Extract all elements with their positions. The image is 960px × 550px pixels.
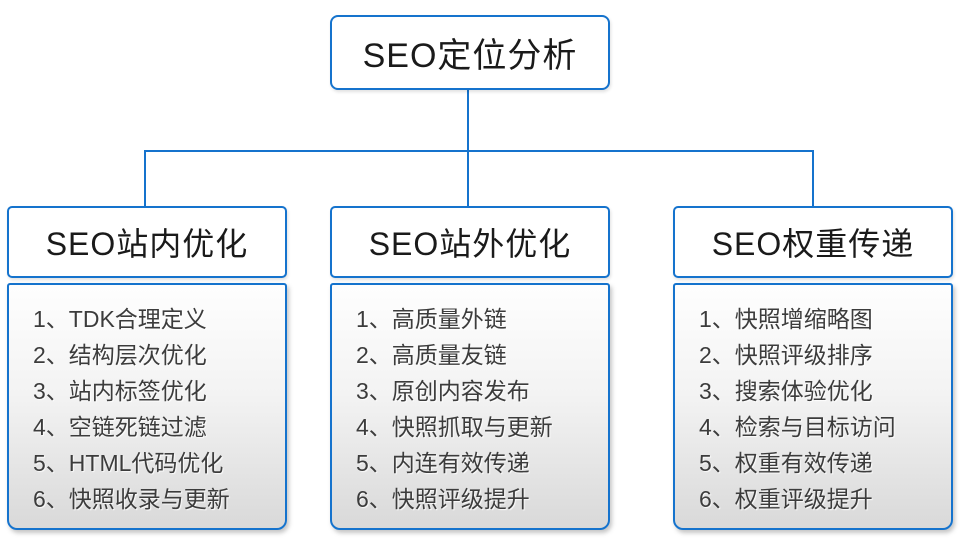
list-item: 1、快照增缩略图 [699,306,873,332]
connector-drop-left [144,150,146,207]
list-item: 1、TDK合理定义 [33,306,207,332]
root-node: SEO定位分析 [330,15,610,90]
connector-horizontal [144,150,814,152]
branch-offsite-header: SEO站外优化 [330,206,610,278]
list-item: 6、快照评级提升 [356,486,530,512]
branch-onsite: SEO站内优化 1、TDK合理定义 2、结构层次优化 3、站内标签优化 4、空链… [7,206,287,530]
connector-drop-middle [467,150,469,207]
branch-onsite-header: SEO站内优化 [7,206,287,278]
list-item: 6、权重评级提升 [699,486,873,512]
list-item: 3、搜索体验优化 [699,378,873,404]
list-item: 6、快照收录与更新 [33,486,230,512]
branch-onsite-list: 1、TDK合理定义 2、结构层次优化 3、站内标签优化 4、空链死链过滤 5、H… [7,283,287,530]
list-item: 5、内连有效传递 [356,450,530,476]
branch-offsite: SEO站外优化 1、高质量外链 2、高质量友链 3、原创内容发布 4、快照抓取与… [330,206,610,530]
branch-weight-header: SEO权重传递 [673,206,953,278]
list-item: 4、空链死链过滤 [33,414,207,440]
list-item: 2、高质量友链 [356,342,507,368]
list-item: 3、原创内容发布 [356,378,530,404]
list-item: 1、高质量外链 [356,306,507,332]
list-item: 3、站内标签优化 [33,378,207,404]
list-item: 5、权重有效传递 [699,450,873,476]
list-item: 4、检索与目标访问 [699,414,896,440]
list-item: 5、HTML代码优化 [33,450,224,476]
list-item: 2、快照评级排序 [699,342,873,368]
list-item: 4、快照抓取与更新 [356,414,553,440]
branch-weight-title: SEO权重传递 [711,226,915,262]
branch-weight-list: 1、快照增缩略图 2、快照评级排序 3、搜索体验优化 4、检索与目标访问 5、权… [673,283,953,530]
branch-offsite-list: 1、高质量外链 2、高质量友链 3、原创内容发布 4、快照抓取与更新 5、内连有… [330,283,610,530]
branch-onsite-title: SEO站内优化 [45,226,249,262]
branch-weight: SEO权重传递 1、快照增缩略图 2、快照评级排序 3、搜索体验优化 4、检索与… [673,206,953,530]
branch-offsite-title: SEO站外优化 [368,226,572,262]
list-item: 2、结构层次优化 [33,342,207,368]
connector-root-vertical [467,90,469,151]
connector-drop-right [812,150,814,207]
root-node-label: SEO定位分析 [362,37,578,75]
